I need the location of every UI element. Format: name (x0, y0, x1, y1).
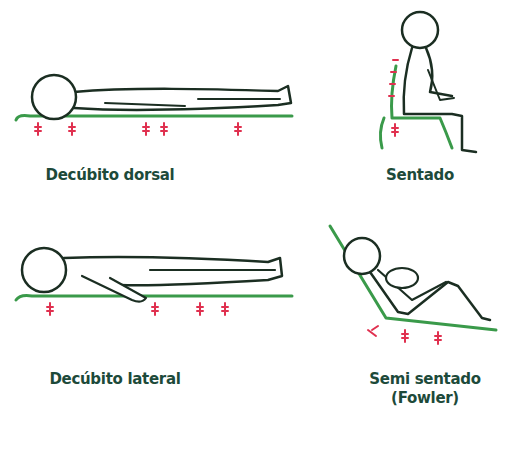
body-outline (404, 48, 476, 152)
lateral-figure (16, 248, 292, 315)
mattress-line (16, 296, 292, 301)
caption-label: Decúbito lateral (35, 370, 195, 389)
head-outline (344, 238, 380, 274)
pressure-mark (389, 60, 398, 96)
caption-label: Semi sentado (Fowler) (362, 370, 488, 408)
pressure-mark (368, 326, 378, 336)
arm-line (82, 270, 275, 302)
head-outline (32, 75, 76, 119)
arm-line (428, 70, 454, 100)
pressure-mark (35, 123, 241, 135)
caption-label: Decúbito dorsal (35, 166, 185, 185)
fowler-figure (330, 226, 496, 344)
body-outline (74, 86, 291, 110)
pressure-mark (392, 124, 398, 136)
backrest-line (330, 226, 496, 330)
pressure-mark (402, 330, 441, 344)
body-detail (105, 99, 280, 106)
pressure-mark (47, 303, 228, 315)
head-outline (22, 248, 66, 292)
head-outline (402, 12, 438, 48)
arms-crossed (386, 268, 418, 288)
seated-figure (380, 12, 476, 152)
supine-figure (16, 75, 292, 135)
caption-label: Sentado (370, 166, 470, 185)
